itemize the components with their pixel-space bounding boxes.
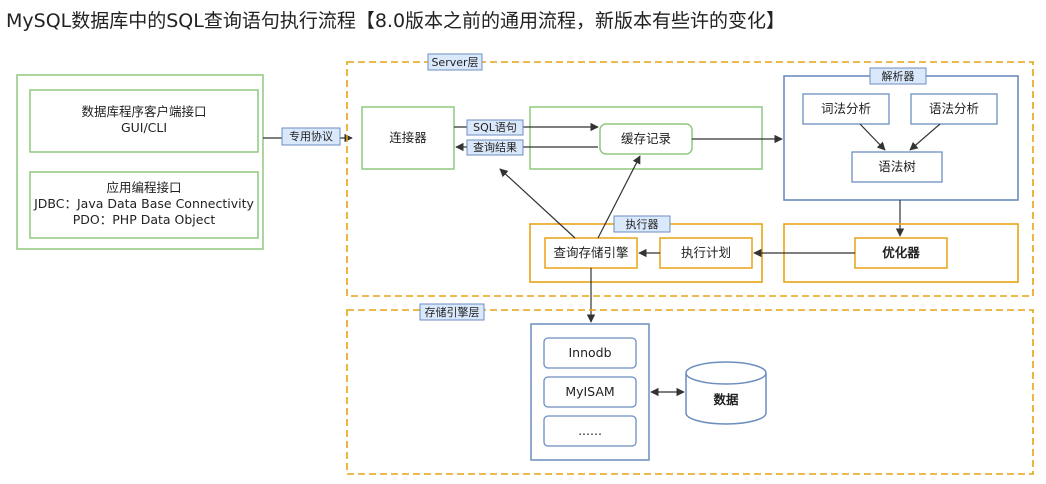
cache-label: 缓存记录 xyxy=(621,131,671,146)
protocol-label: 专用协议 xyxy=(289,129,333,143)
api-title: 应用编程接口 xyxy=(106,180,181,195)
storage-layer-label: 存储引擎层 xyxy=(425,305,480,319)
engines-box xyxy=(530,323,650,461)
page-title: MySQL数据库中的SQL查询语句执行流程【8.0版本之前的通用流程，新版本有些… xyxy=(6,10,786,32)
engine-more-label: ...... xyxy=(578,423,602,438)
server-layer: Server层 连接器 缓存记录 SQL语句 查询结果 解析器 词法分析 语法分… xyxy=(346,53,1034,297)
connector-box xyxy=(361,106,455,170)
query-engine-label: 查询存储引擎 xyxy=(553,245,628,260)
api-jdbc: JDBC：Java Data Base Connectivity xyxy=(33,196,254,211)
engine-innodb-label: Innodb xyxy=(568,345,611,360)
storage-layer: 存储引擎层 Innodb MyISAM ...... 数据 xyxy=(346,303,1034,475)
lexical-analysis-box xyxy=(802,93,890,125)
protocol-tag xyxy=(281,127,341,146)
engine-innodb xyxy=(543,337,637,369)
sql-statement-label: SQL语句 xyxy=(473,121,517,134)
connector-label: 连接器 xyxy=(389,130,427,145)
engine-myisam-label: MyISAM xyxy=(565,384,614,399)
api-box xyxy=(29,171,259,239)
syntax-tree-box xyxy=(851,151,943,183)
client-area: 数据库程序客户端接口 GUI/CLI 应用编程接口 JDBC：Java Data… xyxy=(16,74,264,250)
server-layer-label: Server层 xyxy=(431,56,478,69)
syntax-tree-label: 语法树 xyxy=(878,159,916,174)
parser-label: 解析器 xyxy=(882,69,915,83)
syntax-analysis-label: 语法分析 xyxy=(929,101,979,116)
engine-more xyxy=(543,415,637,447)
optimizer-label: 优化器 xyxy=(882,245,920,260)
lexical-analysis-label: 词法分析 xyxy=(821,101,871,116)
executor-label: 执行器 xyxy=(626,217,659,231)
client-interface-gui: GUI/CLI xyxy=(121,120,167,135)
query-result-label: 查询结果 xyxy=(473,140,517,154)
api-pdo: PDO：PHP Data Object xyxy=(73,212,216,227)
syntax-analysis-box xyxy=(910,93,998,125)
data-label: 数据 xyxy=(712,392,739,407)
engine-myisam xyxy=(543,376,637,408)
client-interface-box xyxy=(29,89,259,153)
database-icon xyxy=(685,361,767,425)
client-interface-title: 数据库程序客户端接口 xyxy=(81,104,206,119)
cache-area xyxy=(529,106,763,170)
execution-plan-label: 执行计划 xyxy=(681,245,731,260)
